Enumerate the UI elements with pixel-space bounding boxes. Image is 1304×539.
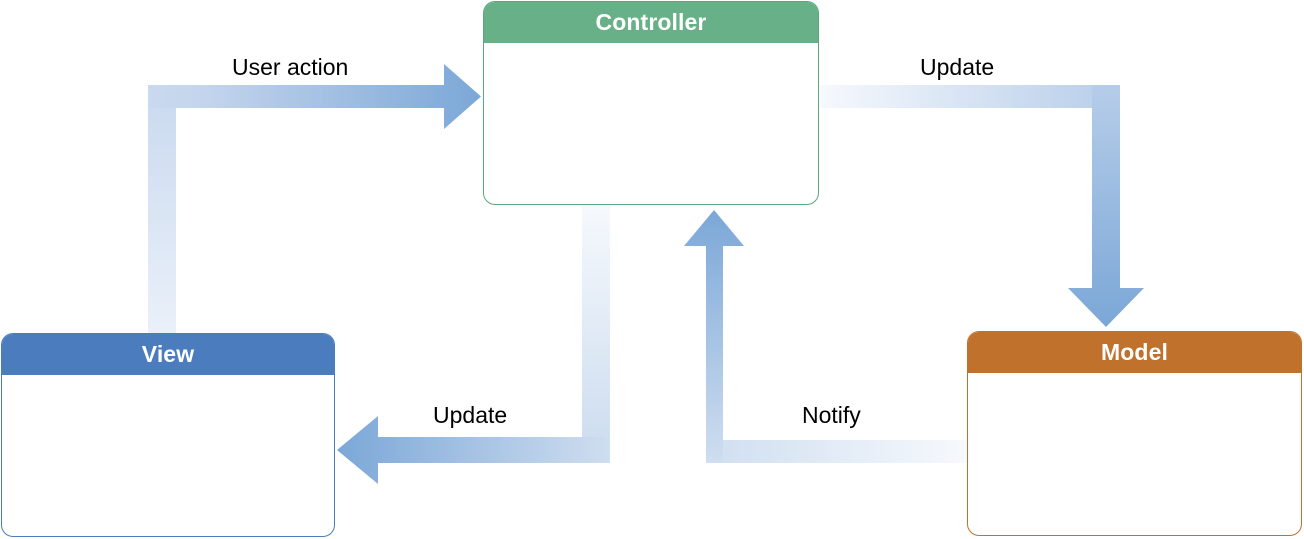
node-view[interactable]: View bbox=[1, 333, 335, 537]
edge-notify-arrow bbox=[684, 210, 967, 463]
node-controller[interactable]: Controller bbox=[483, 1, 819, 205]
edge-update-right-arrow bbox=[820, 85, 1144, 327]
edge-user-action-arrow bbox=[148, 64, 481, 333]
edge-label-update-controller-to-model: Update bbox=[920, 54, 995, 80]
node-model[interactable]: Model bbox=[967, 331, 1302, 536]
edge-update-bottom-arrow bbox=[337, 205, 610, 484]
edge-label-notify: Notify bbox=[802, 402, 861, 428]
node-controller-title: Controller bbox=[484, 2, 818, 43]
edge-label-update-controller-to-view: Update bbox=[433, 402, 508, 428]
edge-label-user-action: User action bbox=[232, 54, 349, 80]
node-view-title: View bbox=[2, 334, 334, 375]
node-model-title: Model bbox=[968, 332, 1301, 373]
